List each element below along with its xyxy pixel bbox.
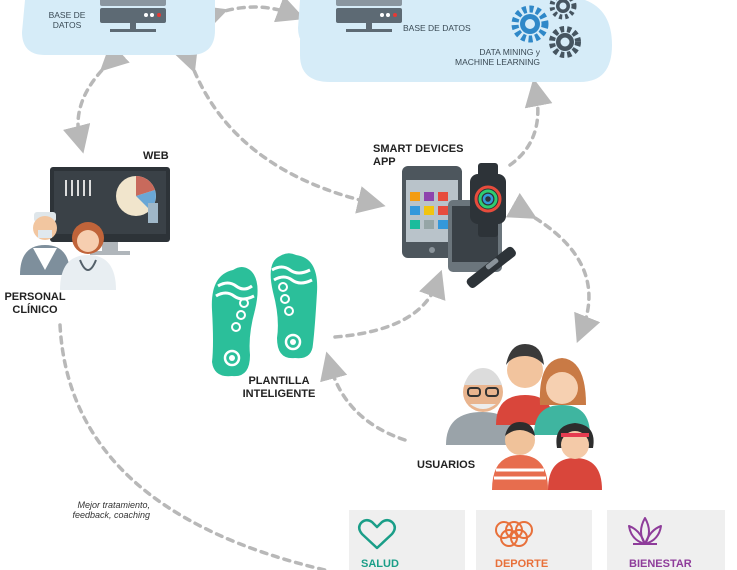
olympic-rings-icon xyxy=(495,521,533,547)
card-deporte-label: DEPORTE xyxy=(495,558,549,570)
insole-label-1: PLANTILLA xyxy=(248,375,310,387)
server-right-icon xyxy=(336,0,402,32)
mining-label-2: MACHINE LEARNING xyxy=(454,56,540,67)
insole-label-2: INTELIGENTE xyxy=(242,387,316,400)
db-left-label-2: DATOS xyxy=(52,19,82,30)
web-label: WEB xyxy=(143,150,169,162)
monitor-icon xyxy=(50,167,170,255)
server-left-icon xyxy=(100,0,166,32)
note-line-1: Mejor tratamiento, xyxy=(77,500,150,510)
arrow-users-to-insole xyxy=(320,351,407,442)
card-bienestar: BIENESTAR xyxy=(607,510,725,570)
man-red-shirt-icon xyxy=(496,344,554,425)
card-deporte: DEPORTE xyxy=(476,510,592,570)
heart-icon xyxy=(358,519,396,550)
arrow-personal-to-cards xyxy=(58,323,327,570)
arrow-insole-to-smart xyxy=(333,269,446,339)
girl-icon xyxy=(548,423,602,490)
note-line-2: feedback, coaching xyxy=(72,510,150,521)
db-left-label-1: BASE DE xyxy=(48,10,86,20)
arrow-db-to-web xyxy=(63,42,130,154)
nurse-icon xyxy=(60,222,116,290)
fitness-band-icon xyxy=(466,246,516,288)
card-salud-label: SALUD xyxy=(361,558,399,570)
elderly-man-icon xyxy=(446,368,518,445)
doctor-icon xyxy=(20,212,70,275)
personal-label-2: CLÍNICO xyxy=(12,303,58,316)
personal-label-1: PERSONAL xyxy=(4,291,66,303)
arrow-db-to-db xyxy=(197,0,306,32)
smart-label-1: SMART DEVICES xyxy=(373,143,464,155)
card-salud: SALUD xyxy=(349,510,465,570)
insole-right-icon xyxy=(270,253,318,359)
boy-icon xyxy=(492,422,548,490)
arrow-smart-to-cloud xyxy=(508,78,553,167)
smartwatch-icon xyxy=(470,163,506,237)
arrow-users-to-smart xyxy=(505,192,601,344)
smart-label-2: APP xyxy=(373,155,396,168)
insole-left-icon xyxy=(211,267,258,377)
users-label: USUARIOS xyxy=(417,459,476,471)
card-bienestar-label: BIENESTAR xyxy=(629,558,692,570)
mining-label-1: DATA MINING y xyxy=(479,47,540,57)
lotus-icon xyxy=(628,517,662,545)
gears-icon xyxy=(511,0,581,58)
db-right-label: BASE DE DATOS xyxy=(403,23,471,33)
arrow-db-to-smart xyxy=(172,42,386,214)
